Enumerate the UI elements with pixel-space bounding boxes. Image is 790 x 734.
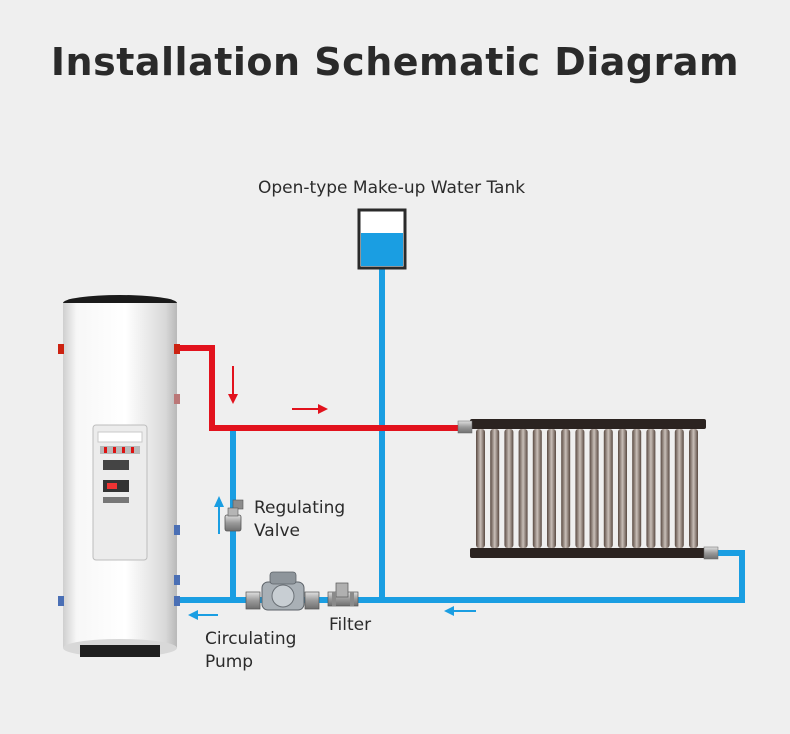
supply-pipe xyxy=(176,345,462,431)
radiator-tube xyxy=(518,429,528,548)
makeup-water-tank xyxy=(357,208,407,270)
radiator-tube xyxy=(618,429,627,548)
radiator-tube xyxy=(660,429,670,548)
valve-label-line2: Valve xyxy=(254,521,300,541)
flow-arrow-up xyxy=(214,496,224,534)
flow-arrow-left-inlet xyxy=(188,610,218,620)
radiator-tube xyxy=(504,429,514,548)
radiator xyxy=(457,419,719,560)
radiator-tube xyxy=(589,429,599,548)
filter xyxy=(327,582,359,607)
radiator-tube xyxy=(532,429,542,548)
flow-arrow-right xyxy=(292,404,328,414)
radiator-tube xyxy=(603,429,613,548)
radiator-tube xyxy=(689,429,698,548)
water-heater-tank xyxy=(58,295,180,657)
makeup-tank-label: Open-type Make-up Water Tank xyxy=(258,178,526,198)
regulating-valve xyxy=(224,499,244,532)
page-title: Installation Schematic Diagram xyxy=(50,40,740,84)
filter-label: Filter xyxy=(329,615,372,635)
radiator-tube xyxy=(561,429,571,548)
pump-label-line2: Pump xyxy=(205,652,254,672)
flow-arrow-left-return xyxy=(444,606,476,616)
radiator-tube xyxy=(490,429,500,548)
radiator-tube xyxy=(674,429,684,548)
flow-arrow-down xyxy=(228,366,238,404)
valve-label-line1: Regulating xyxy=(254,498,346,518)
circulating-pump xyxy=(245,571,320,611)
radiator-tube xyxy=(575,429,585,548)
radiator-tube xyxy=(632,429,642,548)
return-pipe xyxy=(178,550,745,603)
radiator-tube xyxy=(646,429,656,548)
pump-label-line1: Circulating xyxy=(205,629,297,649)
radiator-tube xyxy=(547,429,556,548)
radiator-tube xyxy=(476,429,485,548)
